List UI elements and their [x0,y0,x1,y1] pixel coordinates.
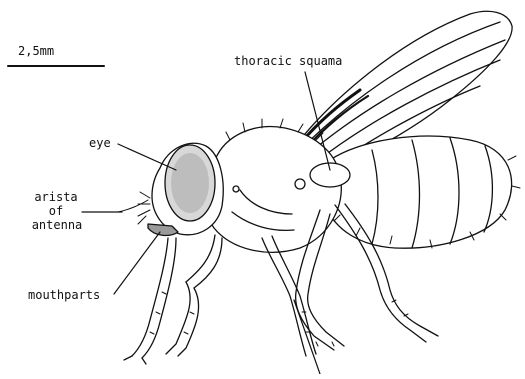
head [118,143,223,235]
scale-bar-label: 2,5mm [18,45,54,58]
arista-label-line1: arista [28,191,84,204]
thoracic-squama-shape [310,163,350,187]
mouthparts-leader [114,232,160,294]
thoracic-squama-label: thoracic squama [234,55,342,68]
arista-label-line3: antenna [25,219,89,232]
abdomen [321,136,520,248]
mouthparts-label: mouthparts [28,289,100,302]
eye-label: eye [89,137,111,150]
arista-label-line2: of [28,205,84,218]
